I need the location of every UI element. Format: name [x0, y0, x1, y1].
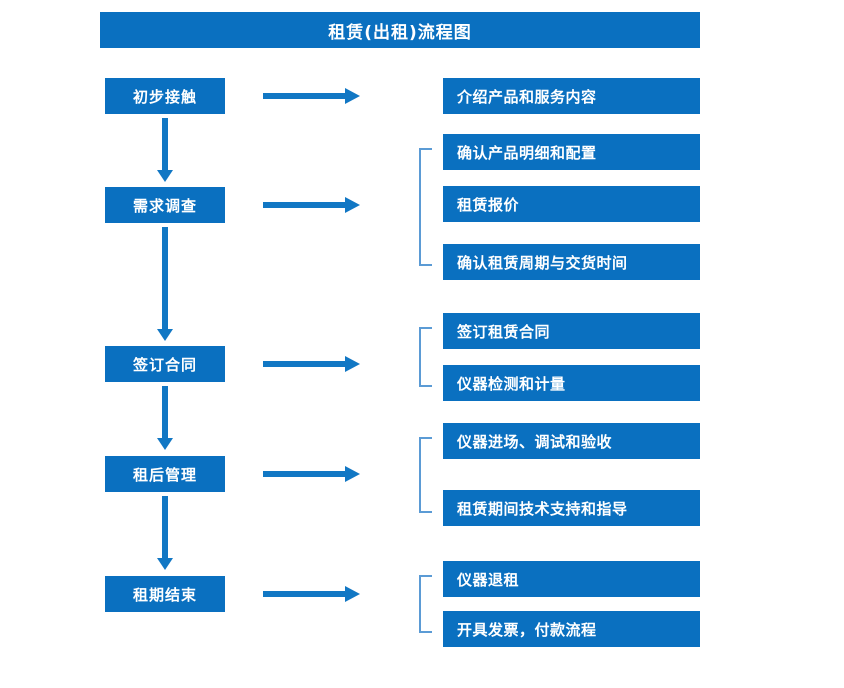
- arrow-shaft: [263, 471, 347, 477]
- horizontal-arrow-5: [263, 586, 360, 602]
- vertical-arrow-1: [157, 118, 173, 184]
- stage-box-1[interactable]: 初步接触: [105, 78, 225, 114]
- arrow-shaft: [162, 118, 168, 170]
- stage-box-2[interactable]: 需求调查: [105, 187, 225, 223]
- vertical-arrow-3: [157, 386, 173, 452]
- group-bracket-4: [419, 575, 432, 633]
- stage-box-5[interactable]: 租期结束: [105, 576, 225, 612]
- arrow-head-icon: [157, 170, 173, 182]
- arrow-head-icon: [157, 558, 173, 570]
- detail-box-7[interactable]: 仪器进场、调试和验收: [443, 423, 700, 459]
- group-bracket-3: [419, 437, 432, 513]
- arrow-head-icon: [345, 197, 360, 213]
- group-bracket-2: [419, 327, 432, 387]
- arrow-shaft: [263, 93, 347, 99]
- vertical-arrow-4: [157, 496, 173, 572]
- stage-box-4[interactable]: 租后管理: [105, 456, 225, 492]
- page-title: 租赁(出租)流程图: [100, 12, 700, 48]
- detail-box-5[interactable]: 签订租赁合同: [443, 313, 700, 349]
- arrow-shaft: [263, 202, 347, 208]
- arrow-head-icon: [345, 466, 360, 482]
- arrow-shaft: [162, 386, 168, 438]
- horizontal-arrow-4: [263, 466, 360, 482]
- arrow-shaft: [263, 361, 347, 367]
- detail-box-1[interactable]: 介绍产品和服务内容: [443, 78, 700, 114]
- detail-box-8[interactable]: 租赁期间技术支持和指导: [443, 490, 700, 526]
- arrow-head-icon: [345, 88, 360, 104]
- horizontal-arrow-2: [263, 197, 360, 213]
- arrow-shaft: [162, 227, 168, 329]
- horizontal-arrow-1: [263, 88, 360, 104]
- detail-box-2[interactable]: 确认产品明细和配置: [443, 134, 700, 170]
- arrow-shaft: [263, 591, 347, 597]
- detail-box-4[interactable]: 确认租赁周期与交货时间: [443, 244, 700, 280]
- arrow-head-icon: [345, 356, 360, 372]
- detail-box-6[interactable]: 仪器检测和计量: [443, 365, 700, 401]
- detail-box-3[interactable]: 租赁报价: [443, 186, 700, 222]
- arrow-head-icon: [157, 329, 173, 341]
- arrow-shaft: [162, 496, 168, 558]
- vertical-arrow-2: [157, 227, 173, 343]
- horizontal-arrow-3: [263, 356, 360, 372]
- detail-box-10[interactable]: 开具发票，付款流程: [443, 611, 700, 647]
- stage-box-3[interactable]: 签订合同: [105, 346, 225, 382]
- arrow-head-icon: [157, 438, 173, 450]
- group-bracket-1: [419, 148, 432, 266]
- arrow-head-icon: [345, 586, 360, 602]
- detail-box-9[interactable]: 仪器退租: [443, 561, 700, 597]
